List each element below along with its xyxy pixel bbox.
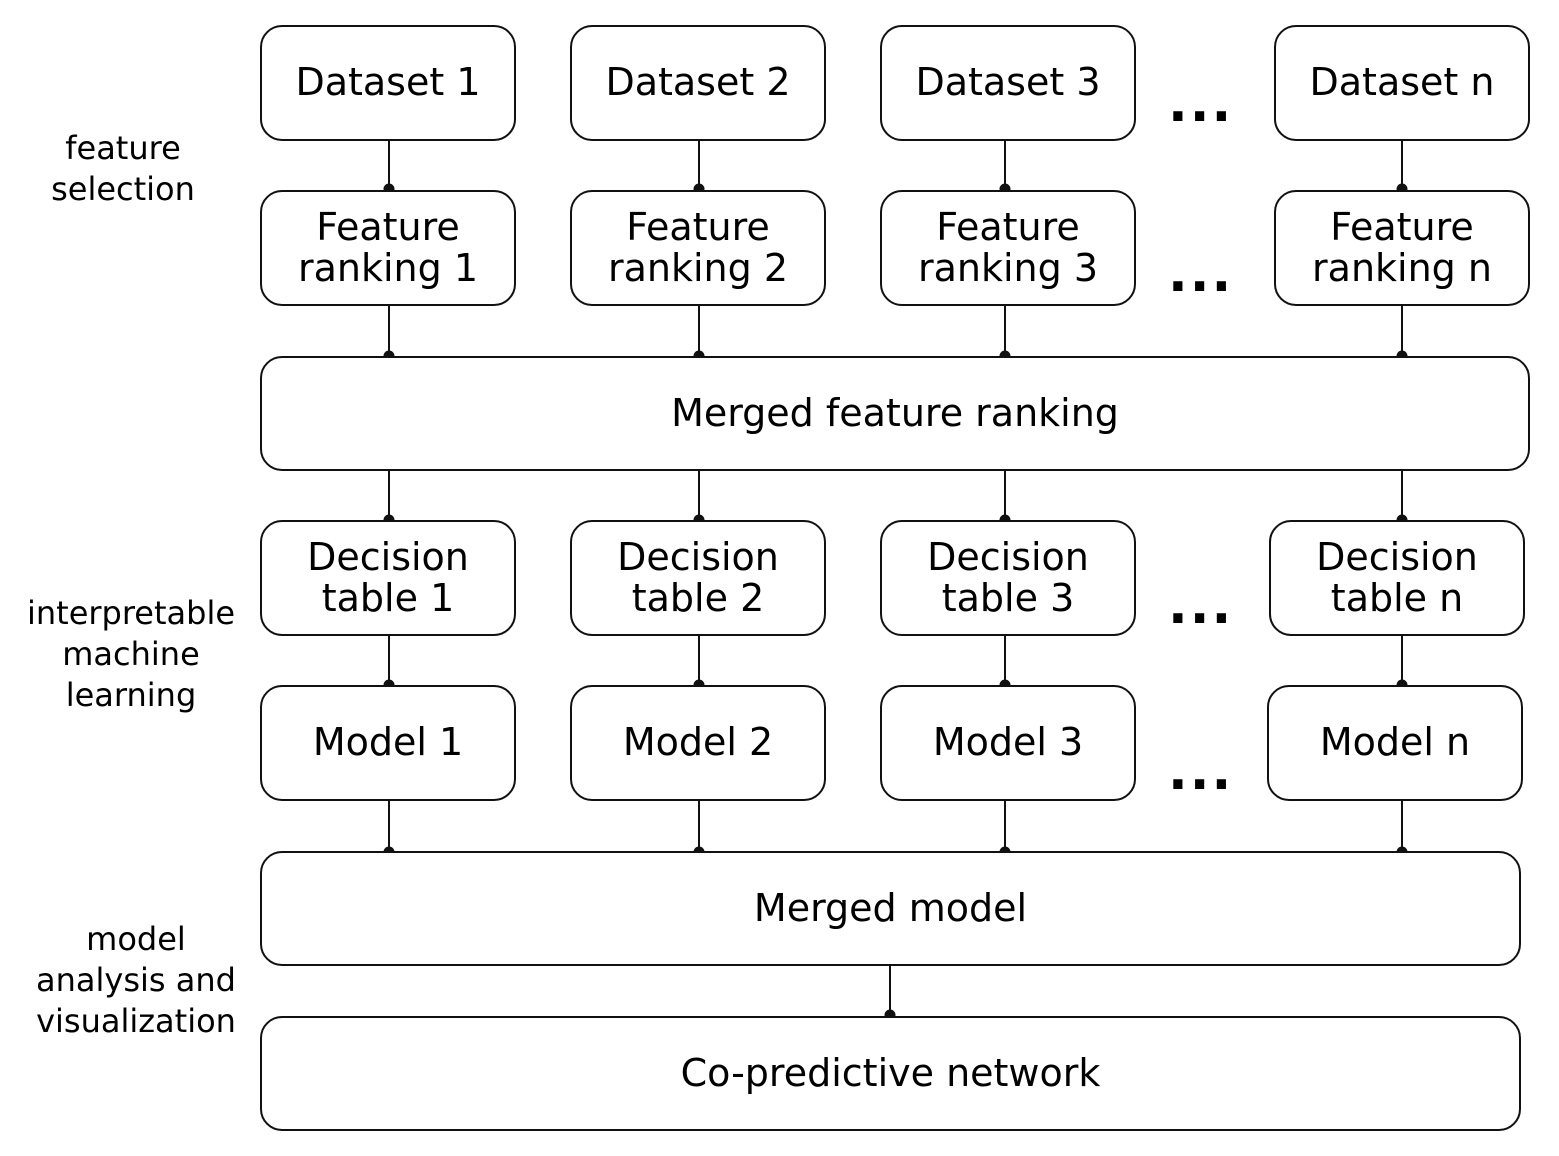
- merged-model-box: Merged model: [260, 851, 1521, 966]
- dataset-box-3: Dataset 3: [880, 25, 1136, 141]
- feature-ranking-box-2: Feature ranking 2: [570, 190, 826, 306]
- decision-table-box-n: Decision table n: [1269, 520, 1525, 636]
- dataset-box-n: Dataset n: [1274, 25, 1530, 141]
- ellipsis-models: ...: [1168, 742, 1234, 802]
- feature-ranking-box-3: Feature ranking 3: [880, 190, 1136, 306]
- decision-table-box-1: Decision table 1: [260, 520, 516, 636]
- feature-ranking-box-n: Feature ranking n: [1274, 190, 1530, 306]
- decision-table-box-3: Decision table 3: [880, 520, 1136, 636]
- model-box-n: Model n: [1267, 685, 1523, 801]
- ellipsis-feature-rankings: ...: [1168, 244, 1234, 304]
- stage-label-feature-selection: feature selection: [51, 129, 195, 208]
- feature-ranking-box-1: Feature ranking 1: [260, 190, 516, 306]
- dataset-box-2: Dataset 2: [570, 25, 826, 141]
- dataset-box-1: Dataset 1: [260, 25, 516, 141]
- ellipsis-datasets: ...: [1168, 74, 1234, 134]
- model-box-3: Model 3: [880, 685, 1136, 801]
- decision-table-box-2: Decision table 2: [570, 520, 826, 636]
- stage-label-interpretable-ml: interpretable machine learning: [26, 594, 236, 714]
- model-box-1: Model 1: [260, 685, 516, 801]
- merged-feature-ranking-box: Merged feature ranking: [260, 356, 1530, 471]
- co-predictive-network-box: Co-predictive network: [260, 1016, 1521, 1131]
- stage-label-model-analysis: model analysis and visualization: [36, 920, 236, 1040]
- ellipsis-decision-tables: ...: [1168, 576, 1234, 636]
- model-box-2: Model 2: [570, 685, 826, 801]
